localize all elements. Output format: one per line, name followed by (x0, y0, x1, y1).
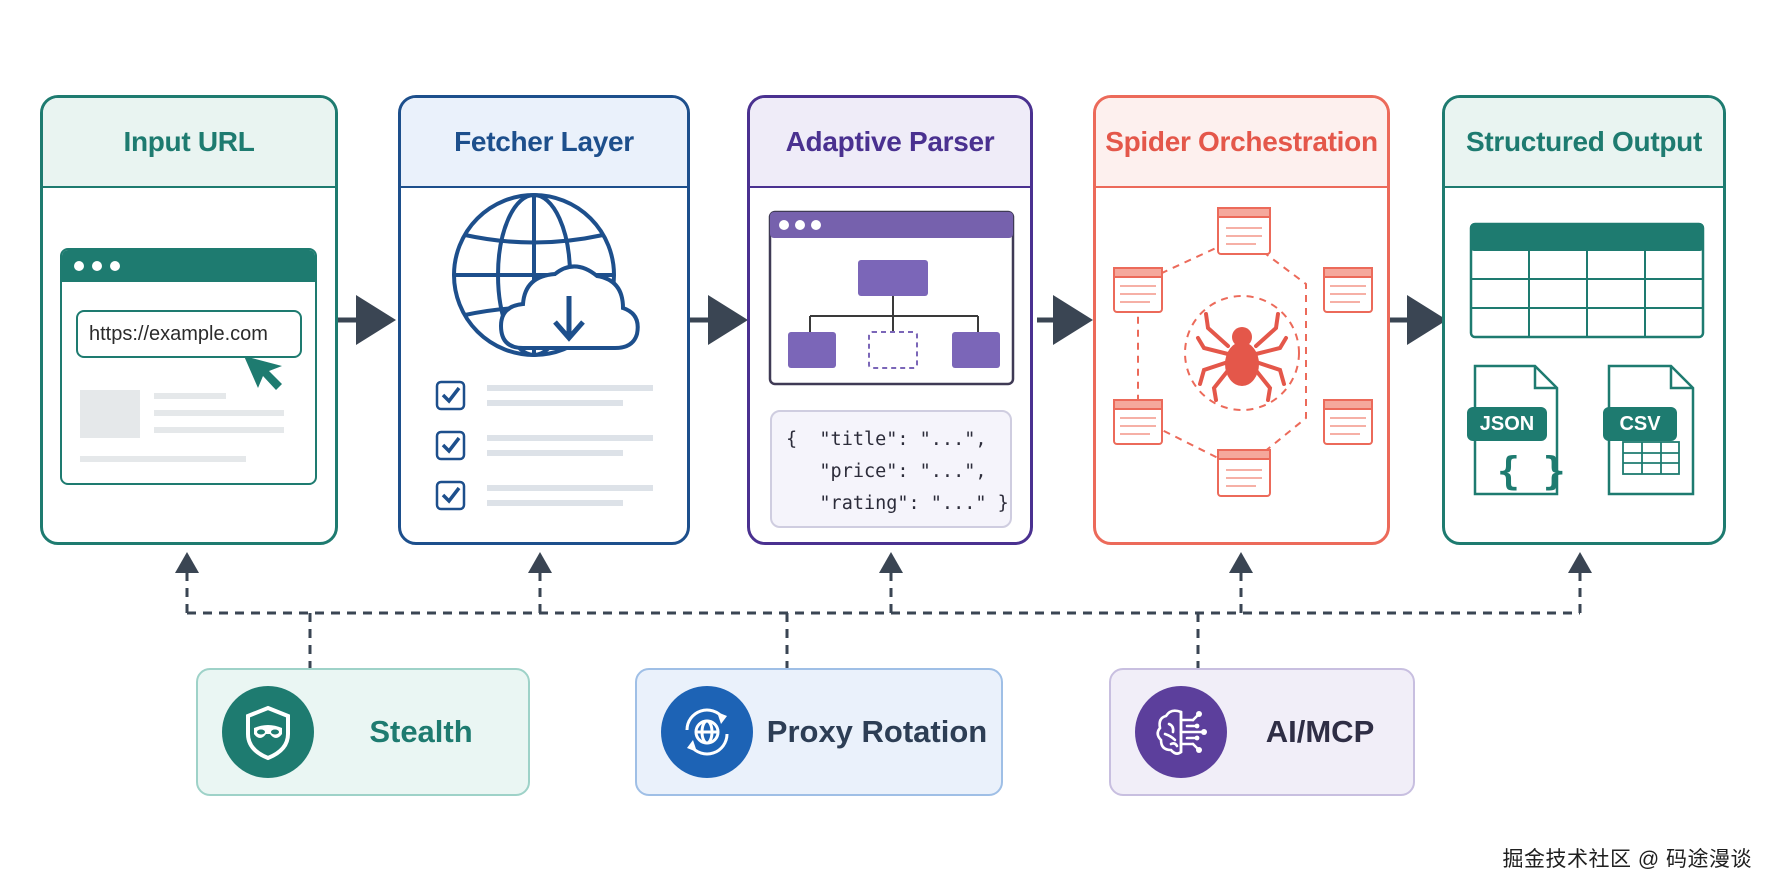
json-snippet: { "title": "...", "price": "...", "ratin… (770, 410, 1012, 528)
mask-icon (222, 686, 314, 778)
cursor-icon (80, 356, 284, 462)
feature-stealth: Stealth (196, 668, 530, 796)
cloud-download-icon (498, 264, 640, 350)
stage-input-url: Input URL https://example.com (40, 95, 338, 545)
feature-label: AI/MCP (1265, 714, 1375, 749)
browser-title-bar (62, 250, 315, 282)
url-field: https://example.com (76, 310, 302, 358)
stage-fetcher-layer: Fetcher Layer (398, 95, 690, 545)
table-icon (1469, 222, 1705, 339)
browser-window-illustration: https://example.com (60, 248, 317, 485)
stage-structured-output: Structured Output (1442, 95, 1726, 545)
stage-spider-orchestration: Spider Orchestration (1093, 95, 1390, 545)
braces-icon: { } (1497, 449, 1566, 493)
json-line: "price": "...", (786, 461, 987, 482)
globe-refresh-icon (661, 686, 753, 778)
fetcher-illustration (435, 193, 653, 511)
feature-label: Proxy Rotation (766, 714, 988, 749)
output-illustration: { } (1469, 222, 1705, 496)
feature-label: Stealth (369, 714, 473, 749)
file-type-csv: CSV (1603, 407, 1677, 441)
json-line: { "title": "...", (786, 429, 987, 450)
stage-title: Fetcher Layer (401, 98, 687, 188)
feature-ai-mcp: AI/MCP (1109, 668, 1415, 796)
watermark: 掘金技术社区 @ 码途漫谈 (1502, 848, 1752, 871)
file-type-json: JSON (1467, 407, 1547, 441)
dom-tree-illustration (768, 210, 1015, 386)
checklist (435, 380, 466, 511)
spider-icon (1196, 312, 1288, 402)
dashed-links (175, 552, 1592, 668)
stage-adaptive-parser: Adaptive Parser { "title": "...", "price… (747, 95, 1033, 545)
stage-title: Structured Output (1445, 98, 1723, 188)
spider-network-illustration (1113, 207, 1373, 497)
feature-proxy-rotation: Proxy Rotation (635, 668, 1003, 796)
stage-title: Adaptive Parser (750, 98, 1030, 188)
stage-title: Spider Orchestration (1096, 98, 1387, 188)
brain-circuit-icon (1135, 686, 1227, 778)
stage-title: Input URL (43, 98, 335, 188)
json-line: "rating": "..." } (786, 493, 1009, 514)
